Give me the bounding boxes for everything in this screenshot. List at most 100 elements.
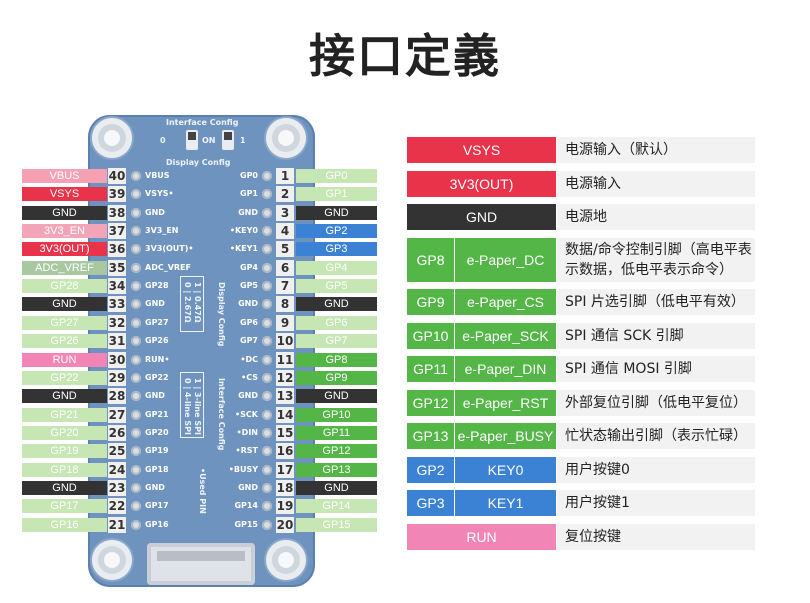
board-pin-name-left: VSYS• (145, 189, 174, 199)
pin-label-left: GP18 (22, 462, 107, 477)
switch-label-1: 1 (240, 136, 246, 145)
pin-pad-icon (131, 336, 141, 347)
pin-label-left: GP17 (22, 499, 107, 514)
pin-label-left: GND (22, 205, 107, 220)
pin-cell: GP9 (407, 289, 454, 315)
pin-label-left: GP16 (22, 517, 107, 532)
pin-number-left: 33 (108, 296, 126, 313)
pin-label-right: GND (296, 480, 377, 495)
pin-label-left: VBUS (22, 169, 107, 183)
switch-label-0: 0 (160, 136, 166, 145)
board-pin-name-left: GND (145, 299, 165, 309)
pin-pad-icon (131, 482, 141, 493)
pin-number-right: 15 (276, 424, 294, 441)
pin-label-right: GP10 (296, 407, 377, 422)
pin-label-right: GP2 (296, 224, 377, 239)
pin-pad-icon (131, 464, 141, 475)
pin-cell: GP10 (407, 322, 454, 349)
board-pin-name-right: •BUSY (228, 464, 258, 474)
pin-pad-icon (262, 299, 272, 310)
pin-number-left: 28 (108, 388, 126, 405)
pin-pad-icon (262, 519, 272, 530)
board-pin-name-left: GP22 (145, 372, 169, 382)
pin-label-right: GP7 (296, 334, 377, 349)
pin-pad-icon (131, 281, 141, 292)
pin-pad-icon (131, 409, 141, 420)
function-cell: KEY0 (455, 456, 556, 483)
pin-cell: RUN (407, 523, 556, 550)
pin-label-right: GP9 (296, 370, 377, 385)
board-pin-name-right: •DIN (236, 427, 258, 437)
board-pin-name-right: GND (238, 482, 258, 492)
page-title: 接口定義 (309, 29, 501, 83)
pin-number-right: 18 (276, 479, 294, 496)
board-pin-name-left: GP17 (145, 501, 169, 511)
pin-pad-icon (262, 317, 272, 328)
pin-pad-icon (262, 354, 272, 365)
pin-number-left: 40 (108, 168, 126, 184)
pin-number-right: 9 (276, 314, 294, 331)
pin-number-left: 25 (108, 443, 126, 460)
pin-number-right: 8 (276, 296, 294, 313)
pin-number-right: 2 (276, 186, 294, 203)
function-cell: e-Paper_DIN (455, 356, 556, 382)
pin-number-left: 22 (108, 498, 126, 515)
board-pin-name-left: GP20 (145, 427, 169, 437)
pin-label-right: GND (296, 297, 377, 312)
pin-pad-icon (262, 482, 272, 493)
board-pin-name-left: GP18 (145, 464, 169, 474)
pin-label-left: GND (22, 297, 107, 312)
pin-number-right: 12 (276, 369, 294, 386)
pin-number-right: 19 (276, 498, 294, 515)
description-cell: 外部复位引脚（低电平复位） (557, 389, 755, 416)
board-pin-name-left: GP26 (145, 336, 169, 346)
interface-config-caption: Interface Config (166, 118, 239, 127)
pin-number-right: 3 (276, 204, 294, 221)
pin-pad-icon (262, 391, 272, 402)
pin-pad-icon (131, 317, 141, 328)
pin-pad-icon (131, 262, 141, 273)
pin-label-left: GP21 (22, 407, 107, 422)
pin-number-right: 11 (276, 351, 294, 368)
mount-hole-top-right (266, 118, 306, 158)
pin-label-right: GP4 (296, 260, 377, 275)
pin-number-left: 34 (108, 278, 126, 295)
config-switch-1[interactable] (186, 130, 198, 150)
config-switch-2[interactable] (222, 130, 234, 150)
pin-pad-icon (262, 244, 272, 255)
pin-label-left: GND (22, 480, 107, 495)
board-pin-name-right: •CS (241, 372, 258, 382)
pin-cell: GP3 (407, 490, 454, 516)
pin-number-right: 16 (276, 443, 294, 460)
pin-number-left: 38 (108, 204, 126, 221)
pin-number-left: 37 (108, 223, 126, 240)
pin-label-right: GP5 (296, 279, 377, 294)
board-pin-name-left: 3V3(OUT)• (145, 244, 194, 254)
board-pin-name-right: GND (238, 207, 258, 217)
pin-number-right: 13 (276, 388, 294, 405)
